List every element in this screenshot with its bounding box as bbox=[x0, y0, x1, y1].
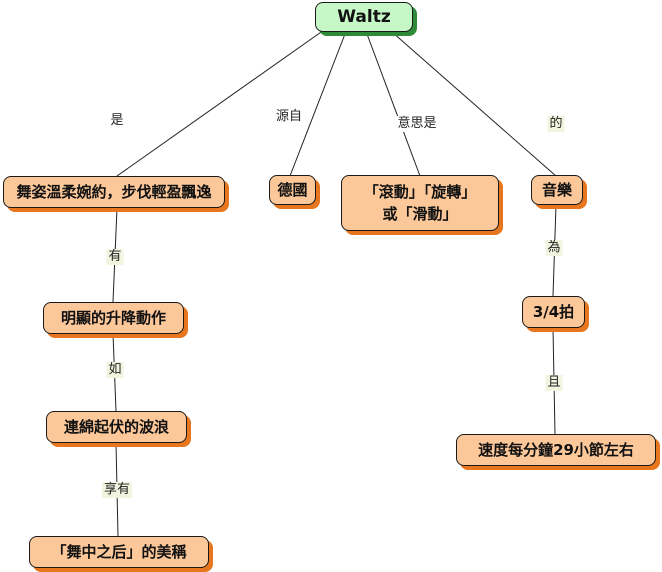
connector-root-n1 bbox=[116, 29, 325, 177]
node-meaning-line2: 或「滑動」 bbox=[382, 205, 458, 223]
link-label-is-beat: 為 bbox=[545, 240, 563, 256]
link-label-such-as: 如 bbox=[106, 362, 124, 378]
connector-root-n3 bbox=[366, 33, 421, 177]
root-node-waltz[interactable]: Waltz bbox=[315, 2, 413, 32]
node-tempo[interactable]: 速度每分鐘29小節左右 bbox=[456, 434, 656, 466]
node-queen-title[interactable]: 「舞中之后」的美稱 bbox=[29, 536, 209, 568]
node-waves[interactable]: 連綿起伏的波浪 bbox=[46, 411, 187, 443]
node-three-four-beat[interactable]: 3/4拍 bbox=[522, 296, 585, 328]
node-dance-style[interactable]: 舞姿溫柔婉約，步伐輕盈飄逸 bbox=[3, 176, 225, 208]
link-label-means: 意思是 bbox=[395, 116, 439, 132]
link-label-originates: 源自 bbox=[273, 109, 305, 125]
node-music[interactable]: 音樂 bbox=[531, 175, 583, 205]
node-meaning-line1: 「滾動」「旋轉」 bbox=[363, 183, 477, 201]
node-meaning[interactable]: 「滾動」「旋轉」 或「滑動」 bbox=[341, 175, 499, 231]
connector-root-n4 bbox=[391, 31, 557, 177]
link-label-is: 是 bbox=[108, 113, 126, 129]
link-label-of: 的 bbox=[547, 116, 565, 132]
link-label-has: 有 bbox=[106, 249, 124, 265]
connector-root-n2 bbox=[289, 33, 346, 177]
link-label-enjoys: 享有 bbox=[101, 482, 133, 498]
node-origin-germany[interactable]: 德國 bbox=[269, 175, 316, 205]
node-rise-fall[interactable]: 明顯的升降動作 bbox=[43, 302, 184, 334]
link-label-and: 且 bbox=[545, 375, 563, 391]
